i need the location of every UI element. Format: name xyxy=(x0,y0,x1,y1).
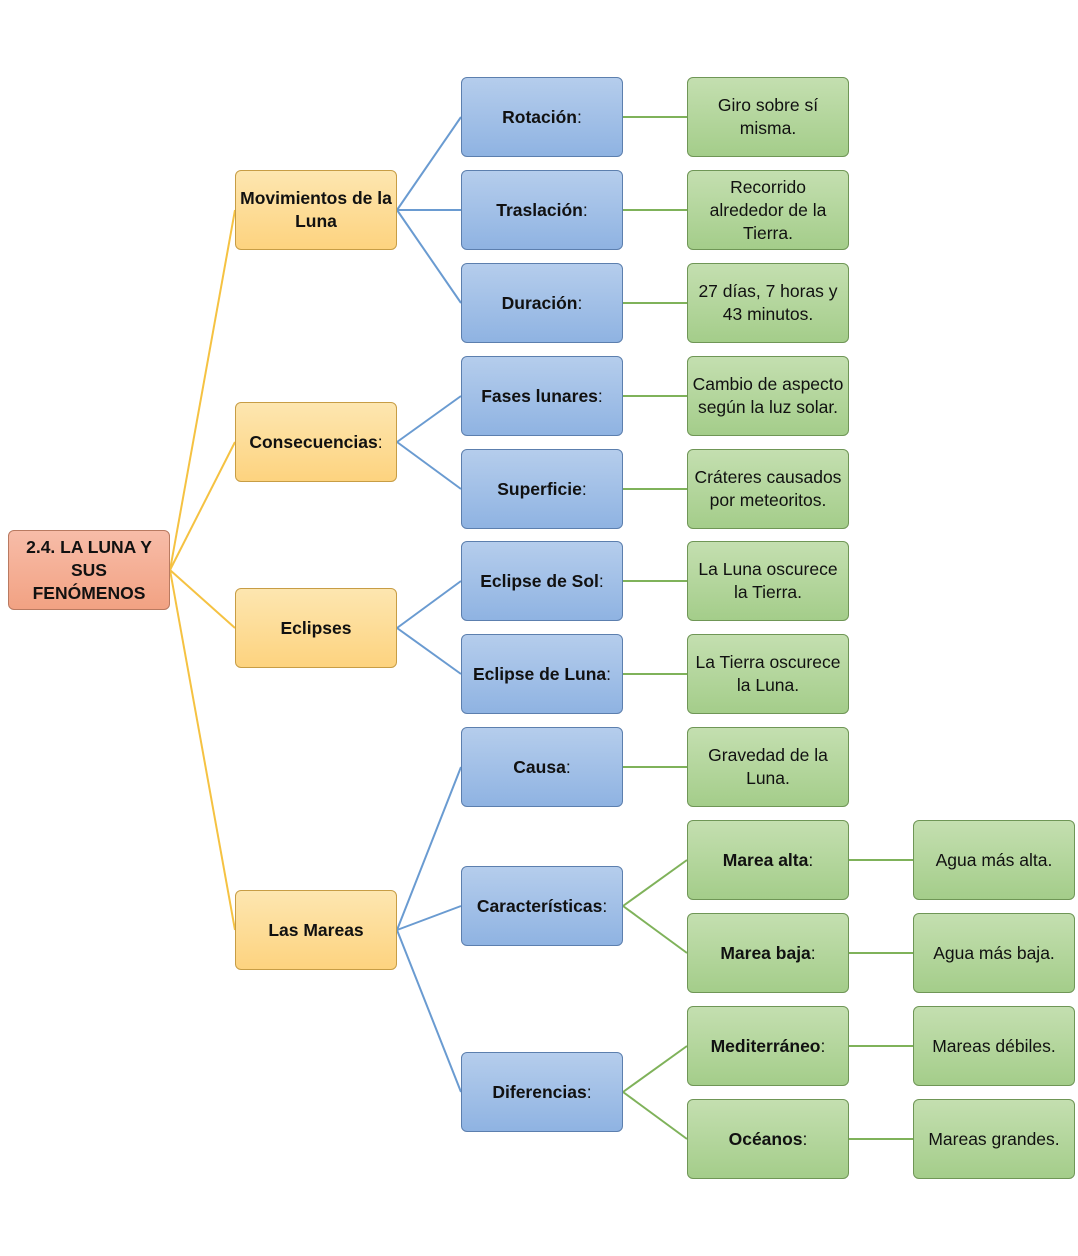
node-suffix: : xyxy=(598,570,604,591)
node-label: Características xyxy=(476,895,603,916)
node-traslacion: Traslación: xyxy=(461,170,623,250)
node-label: Fases lunares xyxy=(481,385,598,406)
node-label: Mediterráneo xyxy=(710,1035,821,1056)
node-suffix: : xyxy=(808,849,814,870)
branch-suffix: : xyxy=(377,431,383,452)
desc-marea-alta: Agua más alta. xyxy=(913,820,1075,900)
node-label: Marea baja xyxy=(720,942,811,963)
node-label: Diferencias xyxy=(492,1081,587,1102)
desc-text: Agua más alta. xyxy=(935,849,1053,870)
desc-eclipse-sol: La Luna oscurece la Tierra. xyxy=(687,541,849,621)
connector-root-node-to-branch-mareas xyxy=(169,569,236,931)
node-suffix: : xyxy=(565,756,571,777)
desc-mediterraneo: Mareas débiles. xyxy=(913,1006,1075,1086)
root-node: 2.4. LA LUNA Y SUS FENÓMENOS xyxy=(8,530,170,610)
connector-branch-movimientos-to-node-rotacion xyxy=(396,116,462,211)
node-suffix: : xyxy=(577,292,583,313)
branch-movimientos: Movimientos de la Luna xyxy=(235,170,397,250)
connector-branch-mareas-to-node-causa xyxy=(396,766,462,931)
desc-text: Recorrido alrededor de la Tierra. xyxy=(709,176,827,243)
node-suffix: : xyxy=(581,478,587,499)
node-suffix: : xyxy=(810,942,816,963)
node-label: Océanos xyxy=(728,1128,803,1149)
desc-text: Cambio de aspecto según la luz solar. xyxy=(692,374,844,417)
desc-superficie: Cráteres causados por meteoritos. xyxy=(687,449,849,529)
node-suffix: : xyxy=(606,663,612,684)
connector-node-diferencias-to-node-oceanos xyxy=(622,1091,688,1140)
node-eclipse-luna: Eclipse de Luna: xyxy=(461,634,623,714)
desc-eclipse-luna: La Tierra oscurece la Luna. xyxy=(687,634,849,714)
branch-label: Movimientos de la Luna xyxy=(240,188,392,231)
connector-node-caracteristicas-to-node-marea-alta xyxy=(622,859,688,907)
desc-text: La Tierra oscurece la Luna. xyxy=(695,652,841,695)
connector-root-node-to-branch-movimientos xyxy=(169,209,236,571)
branch-connectors xyxy=(396,116,462,1093)
desc-oceanos: Mareas grandes. xyxy=(913,1099,1075,1179)
node-eclipse-sol: Eclipse de Sol: xyxy=(461,541,623,621)
node-superficie: Superficie: xyxy=(461,449,623,529)
node-label: Causa xyxy=(513,756,566,777)
desc-marea-baja: Agua más baja. xyxy=(913,913,1075,993)
node-suffix: : xyxy=(802,1128,808,1149)
node-label: Rotación xyxy=(502,106,577,127)
node-oceanos: Océanos: xyxy=(687,1099,849,1179)
node-fases-lunares: Fases lunares: xyxy=(461,356,623,436)
desc-text: 27 días, 7 horas y 43 minutos. xyxy=(698,281,838,324)
connector-node-caracteristicas-to-node-marea-baja xyxy=(622,905,688,954)
desc-text: Giro sobre sí misma. xyxy=(717,95,819,138)
node-mediterraneo: Mediterráneo: xyxy=(687,1006,849,1086)
node-causa: Causa: xyxy=(461,727,623,807)
node-label: Marea alta xyxy=(722,849,809,870)
desc-text: La Luna oscurece la Tierra. xyxy=(698,559,838,602)
connector-branch-mareas-to-node-diferencias xyxy=(396,929,462,1093)
branch-label: Consecuencias xyxy=(249,431,378,452)
node-label: Traslación xyxy=(496,199,583,220)
node-suffix: : xyxy=(597,385,603,406)
node-label: Eclipse de Sol xyxy=(480,570,599,591)
desc-fases-lunares: Cambio de aspecto según la luz solar. xyxy=(687,356,849,436)
node-suffix: : xyxy=(582,199,588,220)
branch-label: Eclipses xyxy=(280,617,352,638)
connector-branch-consecuencias-to-node-fases-lunares xyxy=(396,395,462,443)
connector-branch-movimientos-to-node-duracion xyxy=(396,209,462,304)
desc-causa: Gravedad de la Luna. xyxy=(687,727,849,807)
desc-duracion: 27 días, 7 horas y 43 minutos. xyxy=(687,263,849,343)
node-marea-baja: Marea baja: xyxy=(687,913,849,993)
connector-branch-mareas-to-node-caracteristicas xyxy=(396,905,462,931)
branch-eclipses: Eclipses xyxy=(235,588,397,668)
node-diferencias: Diferencias: xyxy=(461,1052,623,1132)
node-suffix: : xyxy=(586,1081,592,1102)
node-suffix: : xyxy=(577,106,582,127)
node-duracion: Duración: xyxy=(461,263,623,343)
connector-node-diferencias-to-node-mediterraneo xyxy=(622,1045,688,1093)
node-suffix: : xyxy=(820,1035,826,1056)
connector-root-node-to-branch-eclipses xyxy=(169,569,236,629)
node-marea-alta: Marea alta: xyxy=(687,820,849,900)
desc-text: Mareas débiles. xyxy=(932,1035,1056,1056)
desc-text: Gravedad de la Luna. xyxy=(708,745,828,788)
leaf-connectors xyxy=(622,116,913,1140)
connector-branch-eclipses-to-node-eclipse-sol xyxy=(396,580,462,629)
connector-branch-eclipses-to-node-eclipse-luna xyxy=(396,627,462,675)
node-suffix: : xyxy=(602,895,608,916)
desc-text: Agua más baja. xyxy=(933,942,1055,963)
connector-root-node-to-branch-consecuencias xyxy=(169,441,236,571)
node-label: Duración xyxy=(501,292,578,313)
connector-branch-consecuencias-to-node-superficie xyxy=(396,441,462,490)
desc-text: Mareas grandes. xyxy=(928,1128,1060,1149)
node-label: Eclipse de Luna xyxy=(472,663,607,684)
root-label: 2.4. LA LUNA Y SUS FENÓMENOS xyxy=(26,536,152,603)
node-label: Superficie xyxy=(497,478,582,499)
desc-text: Cráteres causados por meteoritos. xyxy=(694,467,842,510)
desc-traslacion: Recorrido alrededor de la Tierra. xyxy=(687,170,849,250)
branch-consecuencias: Consecuencias: xyxy=(235,402,397,482)
root-connectors xyxy=(169,209,236,931)
node-caracteristicas: Características: xyxy=(461,866,623,946)
desc-rotacion: Giro sobre sí misma. xyxy=(687,77,849,157)
branch-mareas: Las Mareas xyxy=(235,890,397,970)
node-rotacion: Rotación: xyxy=(461,77,623,157)
branch-label: Las Mareas xyxy=(268,919,364,940)
